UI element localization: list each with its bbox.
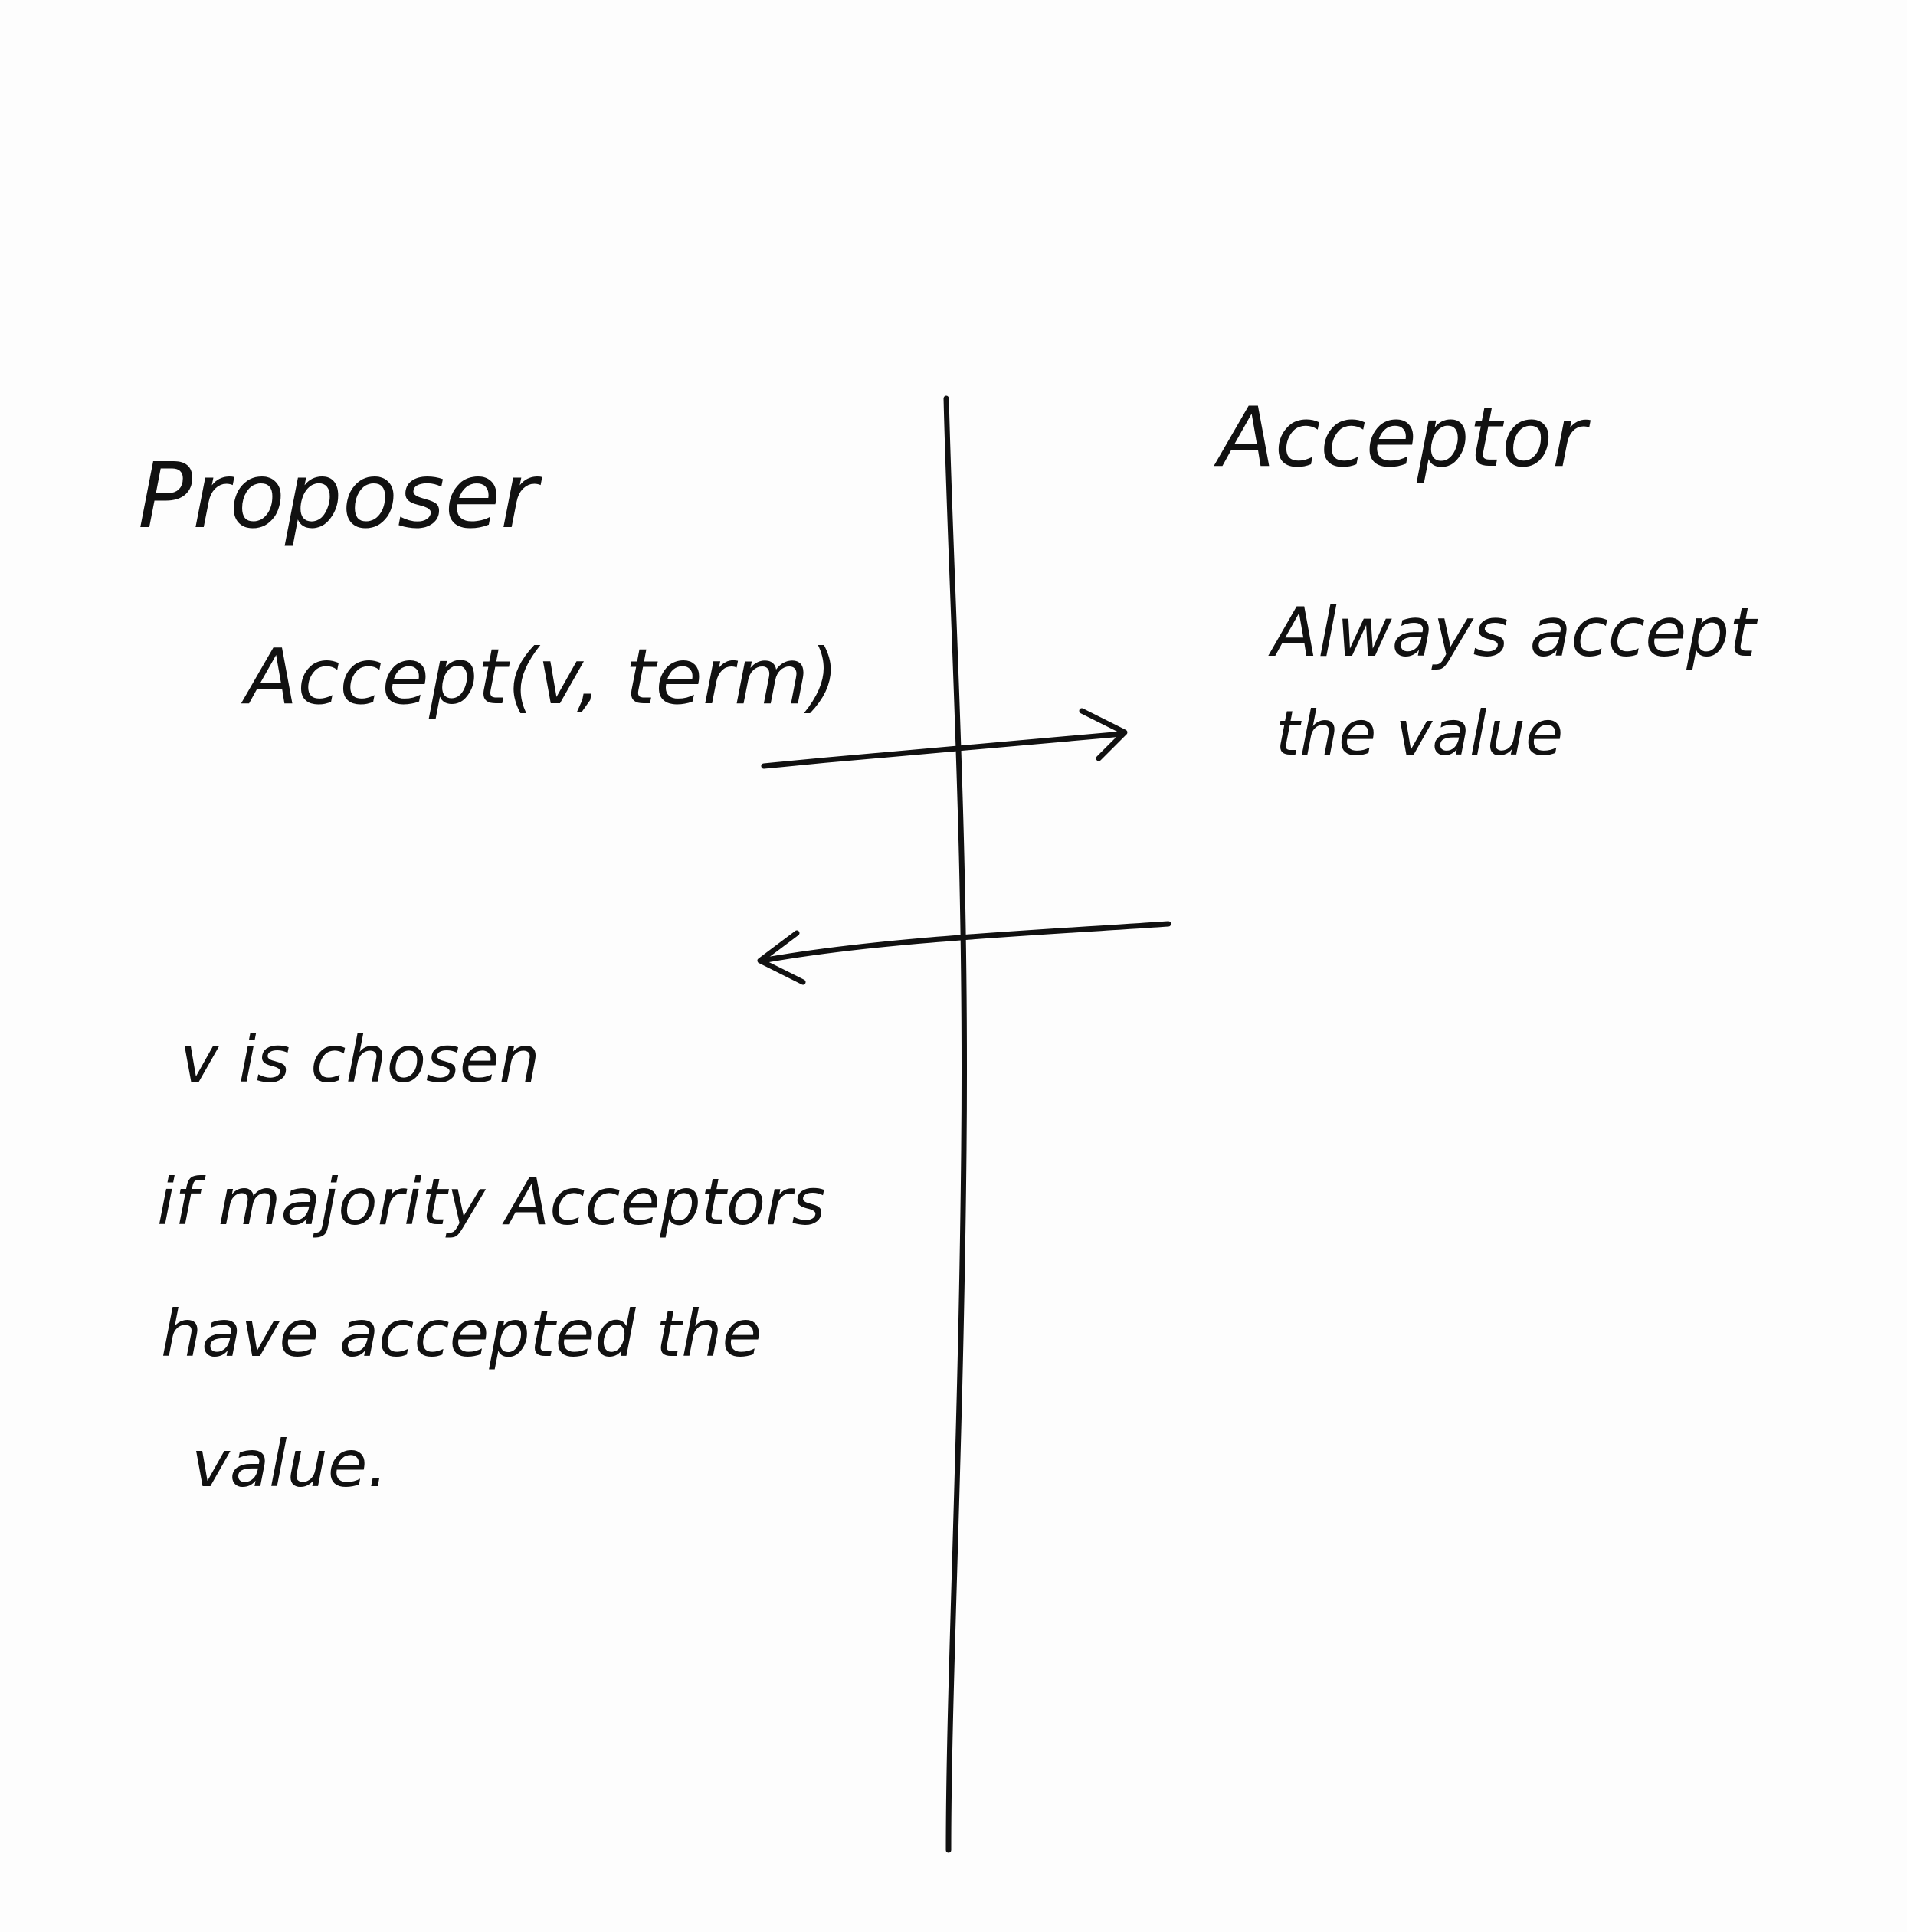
proposer-note-line1: v is chosen <box>180 1022 540 1097</box>
request-arrow <box>761 708 1128 769</box>
acceptor-note-line2: the value <box>1276 698 1563 769</box>
acceptor-note-line1: Always accept <box>1268 593 1758 672</box>
proposer-label: Proposer <box>138 443 542 548</box>
acceptor-label: Acceptor <box>1214 390 1591 486</box>
request-message: Accept(v, term) <box>241 632 838 722</box>
response-arrow <box>757 921 1171 985</box>
proposer-note-line2: if majority Acceptors <box>157 1164 825 1239</box>
proposer-note-line3: have accepted the <box>161 1296 762 1371</box>
divider-line <box>943 395 968 1853</box>
proposer-note-line4: value. <box>192 1426 388 1501</box>
